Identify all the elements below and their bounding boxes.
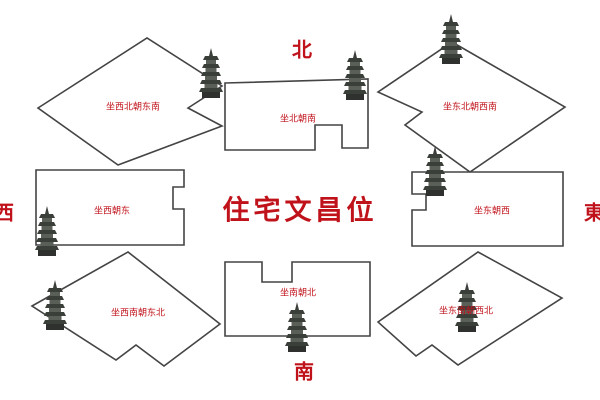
house-south-outline: [224, 261, 371, 337]
house-northwest-label: 坐西北朝东南: [105, 102, 161, 113]
pagoda-icon: [199, 48, 223, 98]
house-south-label: 坐南朝北: [279, 288, 317, 299]
direction-west-label: 西: [0, 200, 14, 225]
direction-south-label: 南: [294, 359, 314, 384]
pagoda-icon: [343, 50, 367, 100]
house-southwest-label: 坐西南朝东北: [110, 308, 166, 319]
diagram-title: 住宅文昌位: [222, 195, 378, 227]
direction-north-label: 北: [292, 37, 312, 62]
house-southeast-label: 坐东南朝西北: [438, 306, 494, 317]
house-north-outline: [224, 78, 369, 151]
house-southwest-outline: [30, 251, 222, 367]
house-north-label: 坐北朝南: [279, 114, 317, 125]
house-northeast-label: 坐东北朝西南: [442, 102, 498, 113]
house-east-outline: [411, 171, 564, 247]
house-northwest-outline: [36, 37, 224, 166]
house-west-outline: [35, 169, 185, 246]
direction-east-label: 東: [584, 200, 600, 225]
pagoda-icon: [439, 14, 463, 64]
house-west-label: 坐西朝东: [93, 206, 131, 217]
house-east-label: 坐东朝西: [473, 206, 511, 217]
